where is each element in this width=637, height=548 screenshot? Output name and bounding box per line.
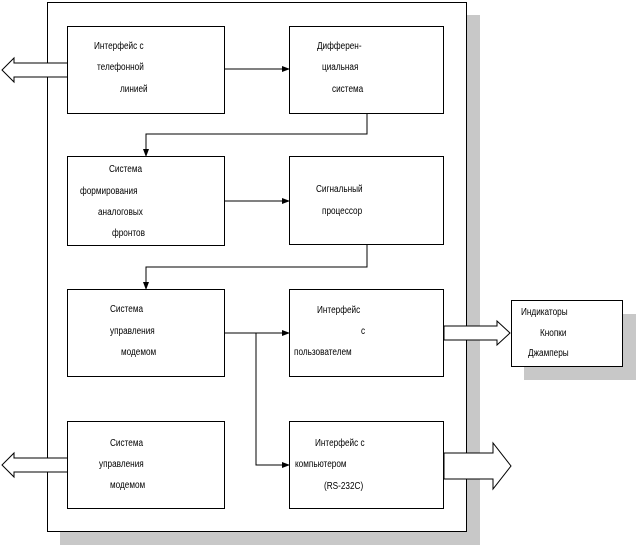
- arrow-diff-to-analog: [143, 114, 368, 157]
- rs232-arrow: [443, 441, 512, 491]
- diff-system-text-3: система: [332, 84, 364, 95]
- signal-processor-text-1: Сигнальный: [316, 184, 363, 195]
- line-interface-text-2: телефонной: [97, 62, 144, 73]
- modem-control-block: Система управления модемом: [67, 289, 225, 377]
- signal-processor-block: Сигнальный процессор: [289, 156, 444, 245]
- indicators-text-1: Индикаторы: [521, 307, 568, 318]
- phone-line-arrow: [1, 56, 69, 84]
- arrow-dsp-to-control: [143, 245, 368, 290]
- diff-system-text-2: циальная: [322, 62, 359, 73]
- diff-system-block: Дифферен- циальная система: [289, 26, 444, 114]
- indicators-text-2: Кнопки: [540, 328, 567, 339]
- modem-control-text-3: модемом: [121, 347, 157, 358]
- analog-front-text-2: формирования: [80, 186, 138, 197]
- user-interface-block: Интерфейс с пользователем: [289, 289, 444, 377]
- modem-control-2-text-1: Система: [110, 438, 144, 449]
- modem-control-2-text-3: модемом: [110, 480, 146, 491]
- line-interface-block: Интерфейс с телефонной линией: [67, 26, 225, 114]
- indicators-text-3: Джамперы: [528, 348, 569, 359]
- modem-control-2-block: Система управления модемом: [67, 421, 225, 509]
- diff-system-text-1: Дифферен-: [317, 41, 362, 52]
- analog-front-text-1: Система: [109, 164, 143, 175]
- user-interface-text-3: пользователем: [294, 347, 352, 358]
- line-interface-text-1: Интерфейс с: [94, 41, 144, 52]
- analog-front-block: Система формирования аналоговых фронтов: [67, 156, 225, 246]
- user-interface-text-2: с: [361, 326, 366, 337]
- modem-control-2-text-2: управления: [99, 459, 144, 470]
- user-interface-text-1: Интерфейс: [317, 305, 361, 316]
- analog-front-text-4: фронтов: [112, 228, 145, 239]
- computer-interface-text-2: компьютером: [295, 459, 347, 470]
- ui-to-indicators-arrow: [443, 319, 511, 347]
- computer-interface-block: Интерфейс с компьютером (RS-232C): [289, 421, 444, 509]
- signal-processor-text-2: процессор: [322, 206, 363, 217]
- left-bus-arrow: [1, 451, 69, 479]
- line-interface-text-3: линией: [120, 84, 148, 95]
- computer-interface-text-3: (RS-232C): [324, 481, 364, 492]
- modem-control-text-1: Система: [110, 304, 144, 315]
- analog-front-text-3: аналоговых: [98, 207, 143, 218]
- indicators-block: Индикаторы Кнопки Джамперы: [511, 300, 623, 367]
- computer-interface-text-1: Интерфейс с: [315, 438, 365, 449]
- arrow-control-to-pc: [255, 333, 290, 468]
- modem-control-text-2: управления: [110, 326, 155, 337]
